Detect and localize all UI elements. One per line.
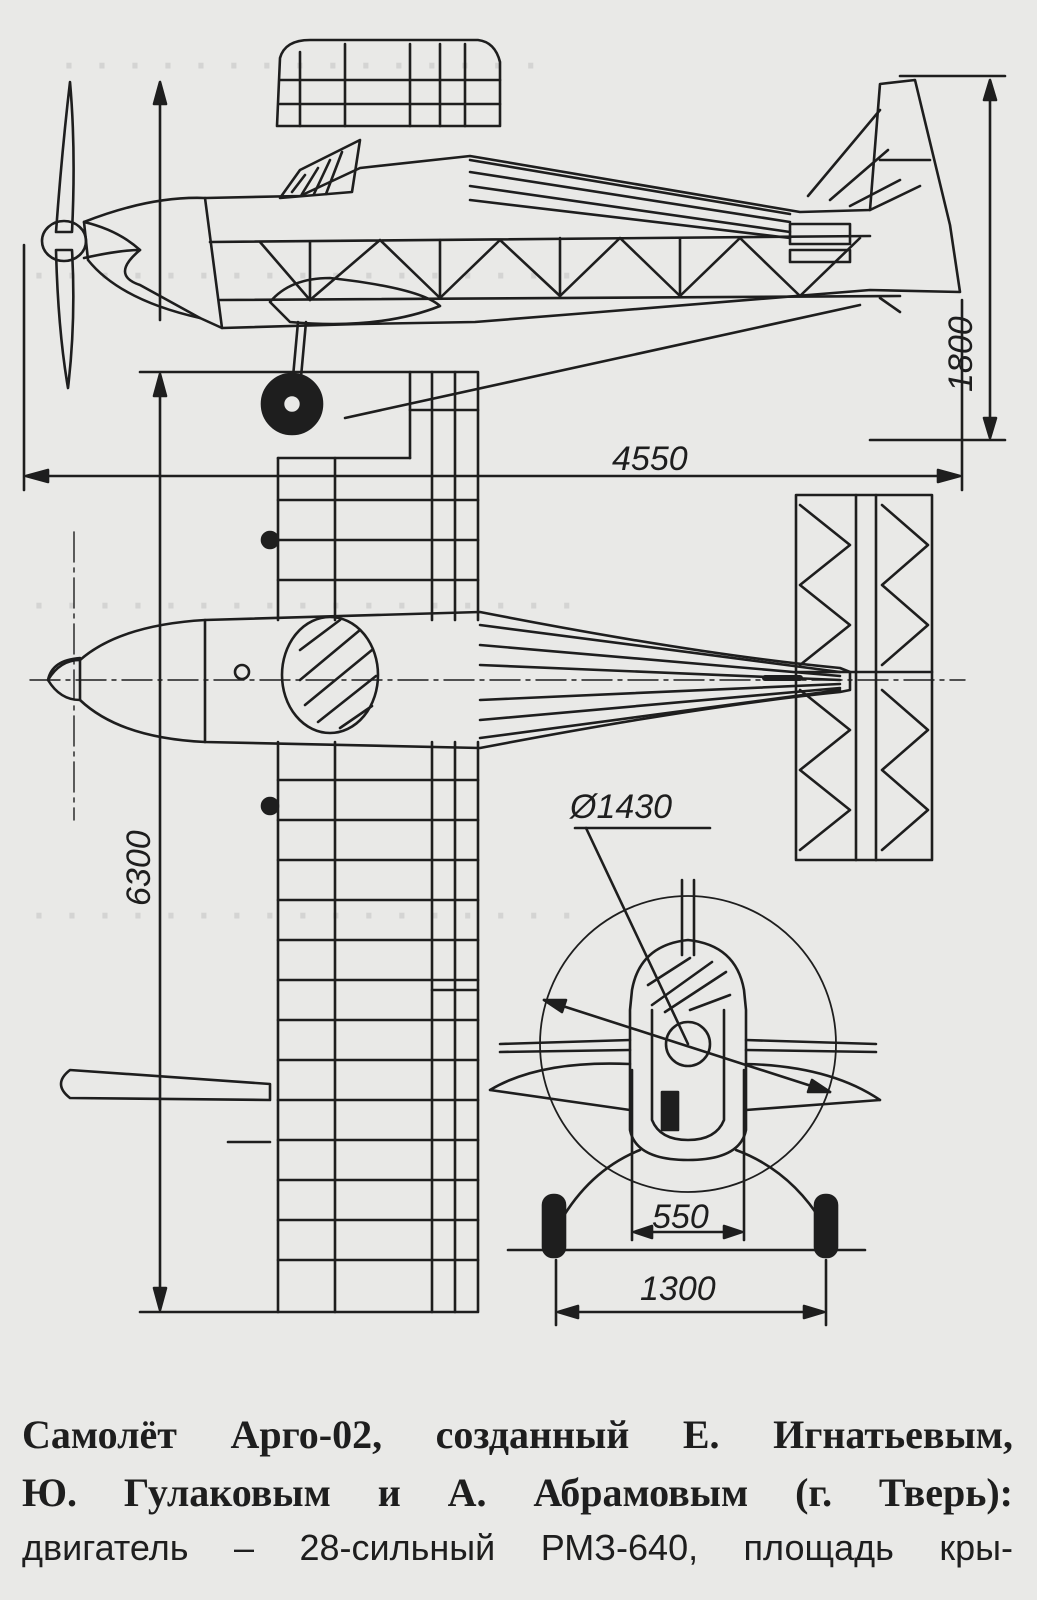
front-view [488,826,882,1327]
tailplane-top [794,493,934,862]
dimension-height-label: 1800 [942,316,980,392]
figure-caption: Самолёт Арго-02, созданный Е. Игнатьевым… [0,1384,1037,1600]
dimension-inner-width-label: 550 [652,1198,709,1236]
fuselage-top [46,610,852,750]
top-view [29,370,966,1314]
propeller-side [40,80,88,390]
caption-line-3: двигатель – 28-сильный РМЗ-640, площадь … [22,1527,1013,1568]
svg-text:· · · · · · · · · · · · · · ·: · · · · · · · · · · · · · · · · · [30,572,576,632]
caption-line-1: Самолёт Арго-02, созданный Е. Игнатьевым… [22,1412,1013,1457]
dimension-length-label: 4550 [612,440,688,478]
caption-line-2: Ю. Гулаковым и А. Абрамовым (г. Тверь): [22,1470,1013,1515]
dimension-track-label: 1300 [640,1270,716,1308]
dimension-length-lines [22,243,964,492]
canopy-detail [275,38,502,128]
side-view [40,38,962,436]
background-bleed-through: · · · · · · · · · · · · · · · · · · · · … [30,32,576,942]
wing-top [276,370,480,1314]
dimension-propeller-diameter-label: Ø1430 [569,788,672,826]
dimension-span-lines [73,80,412,1314]
dimension-span-label: 6300 [120,830,158,906]
fuselage-side [82,78,962,330]
dimension-height-lines [868,74,1007,442]
aircraft-three-view-drawing: · · · · · · · · · · · · · · · · · · · · … [22,32,1007,1327]
svg-text:· · · · · · · · · · · · · · ·: · · · · · · · · · · · · · · · · · [30,882,576,942]
